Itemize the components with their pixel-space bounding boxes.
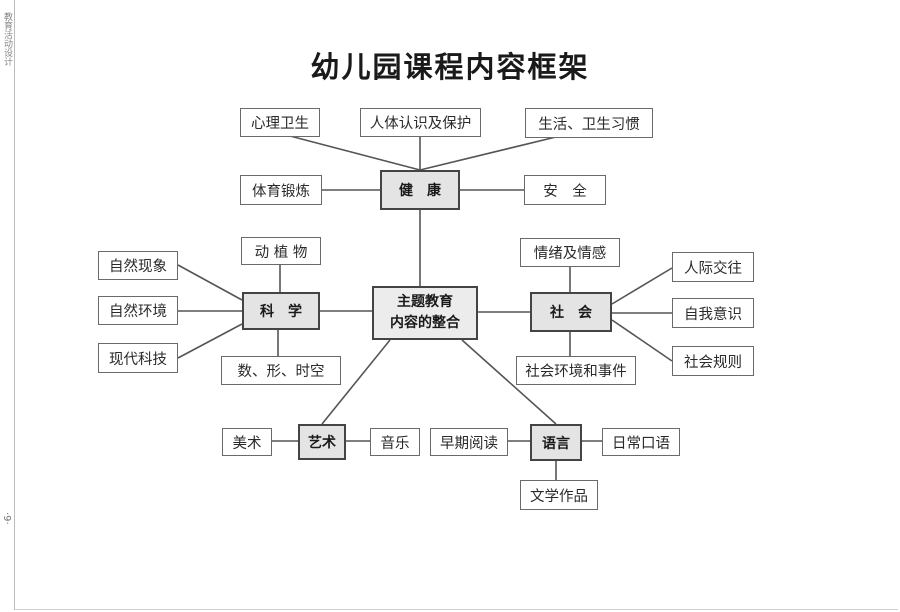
leaf-emotions: 情绪及情感 <box>520 238 620 267</box>
leaf-modern-technology: 现代科技 <box>98 343 178 373</box>
leaf-interpersonal: 人际交往 <box>672 252 754 282</box>
leaf-number-shape-time-space: 数、形、时空 <box>221 356 341 385</box>
page-number: ·9· <box>1 512 12 525</box>
center-line-1: 主题教育 <box>397 294 453 310</box>
leaf-natural-phenomena: 自然现象 <box>98 251 178 280</box>
leaf-early-reading: 早期阅读 <box>430 428 508 456</box>
hub-art: 艺术 <box>298 424 346 460</box>
leaf-plants-animals: 动 植 物 <box>241 237 321 265</box>
hub-science: 科 学 <box>242 292 320 330</box>
leaf-social-rules: 社会规则 <box>672 346 754 376</box>
hub-health: 健 康 <box>380 170 460 210</box>
leaf-safety: 安 全 <box>524 175 606 205</box>
leaf-fine-arts: 美术 <box>222 428 272 456</box>
leaf-social-environment: 社会环境和事件 <box>516 356 636 385</box>
leaf-natural-environment: 自然环境 <box>98 296 178 325</box>
leaf-living-habits: 生活、卫生习惯 <box>525 108 653 138</box>
center-node: 主题教育 内容的整合 <box>372 286 478 340</box>
leaf-physical-exercise: 体育锻炼 <box>240 175 322 205</box>
leaf-self-awareness: 自我意识 <box>672 298 754 328</box>
hub-society: 社 会 <box>530 292 612 332</box>
leaf-daily-speech: 日常口语 <box>602 428 680 456</box>
diagram-title: 幼儿园课程内容框架 <box>310 50 590 84</box>
leaf-literary-works: 文学作品 <box>520 480 598 510</box>
page-border <box>14 0 898 610</box>
running-header: 教育活动设计 <box>2 12 12 66</box>
leaf-body-awareness: 人体认识及保护 <box>360 108 481 137</box>
leaf-mental-hygiene: 心理卫生 <box>240 108 320 137</box>
hub-language: 语言 <box>530 424 582 461</box>
center-line-2: 内容的整合 <box>390 315 460 331</box>
leaf-music: 音乐 <box>370 428 420 456</box>
